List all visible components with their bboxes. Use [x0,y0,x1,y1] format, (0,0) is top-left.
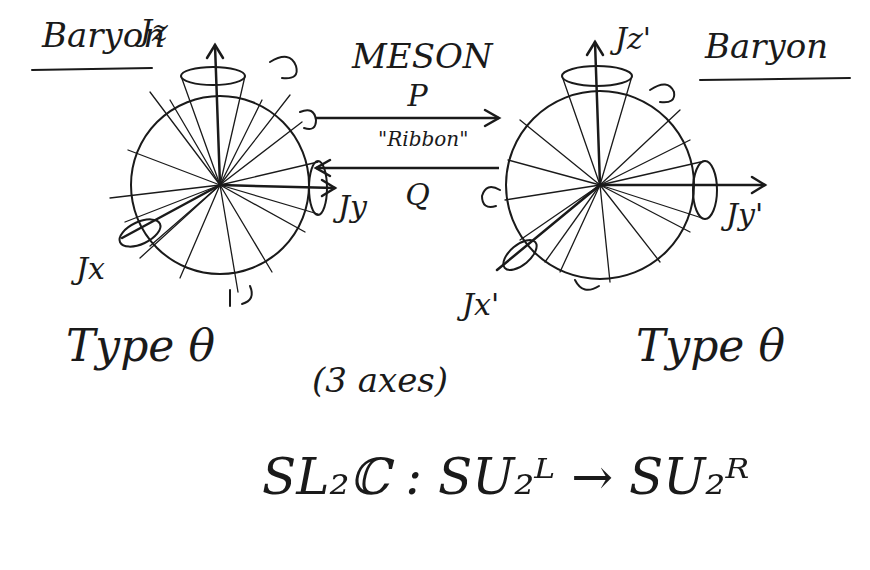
baryon-sphere: Baryon [130,95,310,275]
axis-label: Jz' [615,22,651,55]
axis-label: Jy' [726,198,763,231]
type-label: Type θ [66,322,215,370]
group-map-formula: SL₂ℂ : SU₂ᴸ → SU₂ᴿ [262,450,749,505]
ribbon-label: "Ribbon" [378,128,468,150]
axis-label: Jx [76,252,105,285]
meson-arrow [316,160,499,176]
axis-label: Jz [140,14,168,47]
type-label: Type θ [636,322,785,370]
sphere-outline [505,90,695,280]
note-label: (3 axes) [312,362,448,399]
edge-label: P [404,79,430,112]
meson-label: MESON [352,38,493,75]
baryon-sphere: Baryon [505,90,695,280]
edge-label: Q [402,178,433,211]
axis-label: Jx' [462,288,499,321]
meson-arrow [316,110,499,126]
node-heading: Baryon [705,28,828,65]
sphere-outline [130,95,310,275]
axis-label: Jy [338,190,367,223]
